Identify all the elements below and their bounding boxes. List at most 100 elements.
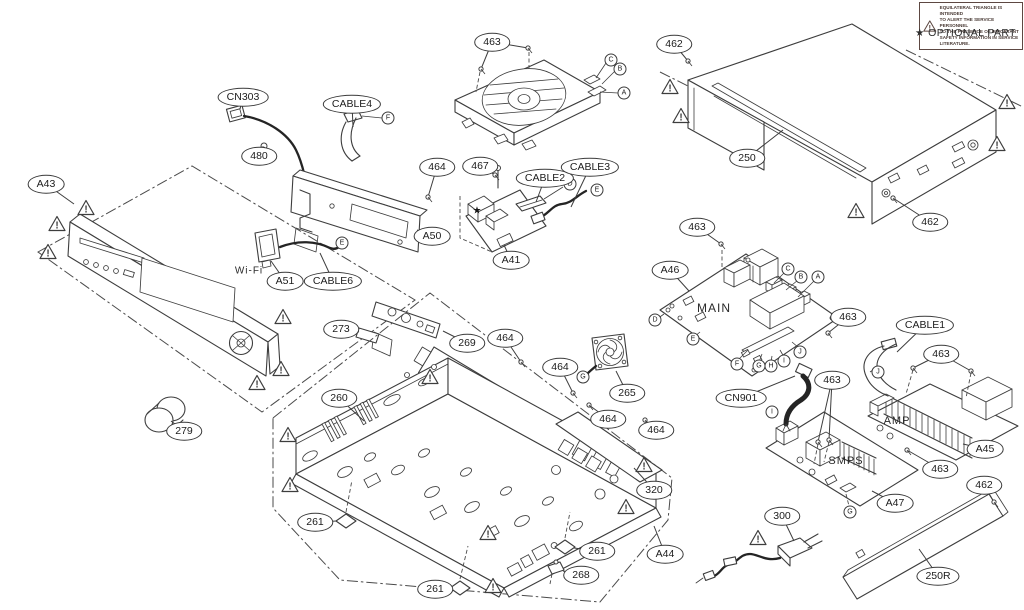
connector-letter-f: F: [381, 111, 395, 125]
safety-warning-box: ! EQUILATERAL TRIANGLE IS INTENDED TO AL…: [919, 2, 1023, 50]
connector-letter-d: D: [648, 313, 662, 327]
part-label-main: MAIN: [697, 301, 731, 315]
callout-462: 462: [912, 212, 948, 232]
part-label-wi-fi: Wi-Fi: [234, 265, 264, 277]
callout-273: 273: [323, 319, 359, 339]
warning-triangle-icon: !: [479, 524, 497, 541]
svg-text:!: !: [55, 221, 58, 232]
callout-463: 463: [679, 217, 715, 237]
connector-letter-h: H: [764, 359, 778, 373]
part-label-amp: AMP: [883, 415, 911, 427]
svg-text:!: !: [642, 462, 645, 473]
callout-462: 462: [656, 34, 692, 54]
svg-text:!: !: [281, 314, 284, 325]
callout-463: 463: [474, 32, 510, 52]
svg-text:!: !: [286, 432, 289, 443]
callout-a43: A43: [27, 174, 65, 194]
callout-464: 464: [419, 157, 455, 177]
cooling-fan: [585, 333, 629, 376]
volume-knob: [144, 396, 186, 433]
warning-triangle-icon: !: [923, 20, 937, 32]
warning-triangle-icon: !: [48, 215, 66, 232]
warning-triangle-icon: !: [998, 93, 1016, 110]
callout-a47: A47: [876, 493, 914, 513]
svg-text:!: !: [624, 504, 627, 515]
warning-triangles: !!!!!!!!!!!!!!!!!!!: [39, 78, 1016, 594]
connector-letter-f: F: [730, 357, 744, 371]
svg-text:!: !: [428, 374, 431, 385]
connector-letter-i: I: [765, 405, 779, 419]
warning-triangle-icon: !: [617, 498, 635, 515]
warning-triangle-icon: !: [421, 368, 439, 385]
callout-269: 269: [449, 333, 485, 353]
callout-cable2: CABLE2: [515, 168, 575, 188]
connector-letter-c: C: [604, 53, 618, 67]
power-cord: [695, 533, 823, 584]
svg-text:!: !: [1005, 99, 1008, 110]
sub-panel-a50: [290, 109, 428, 253]
warning-triangle-icon: !: [661, 78, 679, 95]
jack-pcb-a41: [459, 165, 588, 253]
connector-letter-g: G: [843, 505, 857, 519]
svg-text:!: !: [668, 84, 671, 95]
smps-board: [765, 362, 919, 507]
callout-cable1: CABLE1: [895, 315, 955, 335]
safety-warning-text: EQUILATERAL TRIANGLE IS INTENDED TO ALER…: [939, 5, 1019, 46]
rear-panel-250r: [842, 486, 1009, 600]
optional-part-star-icon: ★: [472, 205, 482, 217]
callout-464: 464: [638, 420, 674, 440]
callout-cable4: CABLE4: [322, 94, 382, 114]
callout-261: 261: [297, 512, 333, 532]
callout-cable3: CABLE3: [560, 157, 620, 177]
callout-320: 320: [636, 480, 672, 500]
warning-triangle-icon: !: [672, 107, 690, 124]
svg-text:!: !: [756, 535, 759, 546]
callout-a44: A44: [646, 544, 684, 564]
connector-letter-i: I: [777, 354, 791, 368]
callout-cable6: CABLE6: [303, 271, 363, 291]
svg-text:!: !: [288, 482, 291, 493]
callout-261: 261: [417, 579, 453, 599]
callout-a51: A51: [266, 271, 304, 291]
callout-300: 300: [764, 506, 800, 526]
warning-triangle-icon: !: [272, 360, 290, 377]
svg-text:!: !: [255, 380, 258, 391]
connector-letter-e: E: [686, 332, 700, 346]
callout-464: 464: [590, 409, 626, 429]
svg-text:!: !: [491, 583, 494, 594]
callout-cn303: CN303: [217, 87, 269, 107]
callout-250: 250: [729, 148, 765, 168]
chassis-assembly: [272, 292, 673, 603]
callout-265: 265: [609, 383, 645, 403]
connector-letter-g: G: [576, 370, 590, 384]
connector-letter-b: B: [794, 270, 808, 284]
connector-letter-e: E: [590, 183, 604, 197]
callout-a46: A46: [651, 260, 689, 280]
connector-letter-c: C: [781, 262, 795, 276]
warning-triangle-icon: !: [484, 577, 502, 594]
connector-letter-j: J: [793, 345, 807, 359]
warning-triangle-icon: !: [248, 374, 266, 391]
svg-text:!: !: [854, 208, 857, 219]
callout-261: 261: [579, 541, 615, 561]
rear-bracket-320: [555, 411, 663, 483]
warning-triangle-icon: !: [635, 456, 653, 473]
callout-250r: 250R: [916, 566, 960, 586]
svg-text:!: !: [84, 205, 87, 216]
callout-cn901: CN901: [715, 388, 767, 408]
callout-463: 463: [922, 459, 958, 479]
warning-triangle-icon: !: [279, 426, 297, 443]
warning-triangle-icon: !: [77, 199, 95, 216]
disc-drive-assembly: [454, 52, 619, 151]
svg-text:!: !: [995, 141, 998, 152]
callout-467: 467: [462, 156, 498, 176]
optional-part-legend: ★ OPTIONAL PART: [915, 27, 1016, 39]
warning-triangle-icon: !: [39, 243, 57, 260]
top-cover-part: [659, 23, 1024, 225]
callout-463: 463: [830, 307, 866, 327]
warning-triangle-icon: !: [847, 202, 865, 219]
svg-text:!: !: [486, 530, 489, 541]
svg-text:!: !: [679, 113, 682, 124]
callout-480: 480: [241, 146, 277, 166]
